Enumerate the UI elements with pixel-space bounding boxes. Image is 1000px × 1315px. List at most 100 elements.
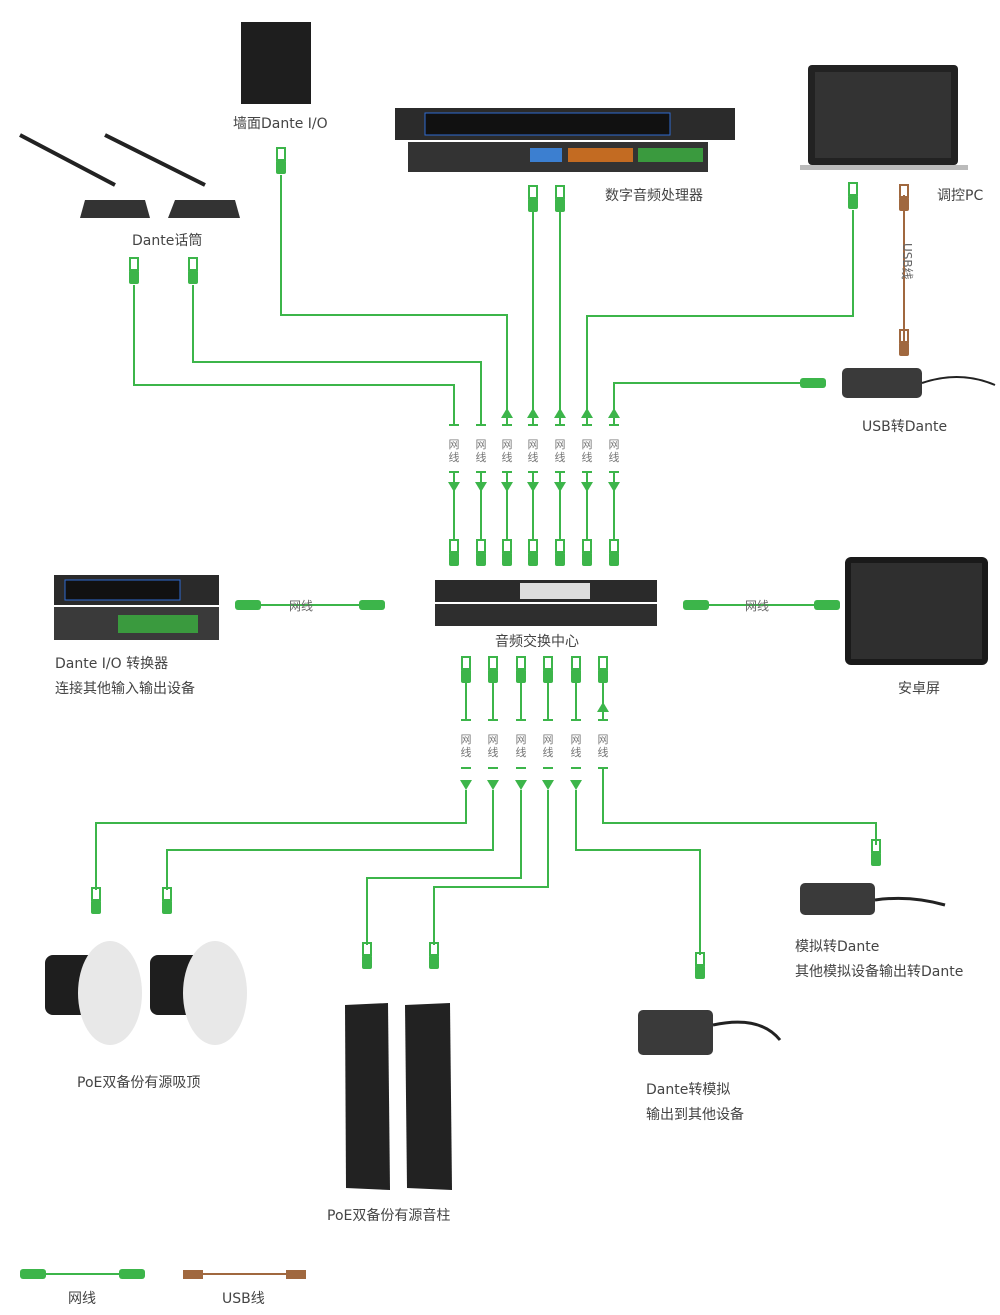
dsp-device bbox=[395, 108, 735, 172]
connector-plug bbox=[516, 656, 526, 670]
cable-line bbox=[192, 285, 482, 425]
column-label: PoE双备份有源音柱 bbox=[327, 1208, 451, 1224]
connector-plug bbox=[516, 669, 526, 683]
analog-to-dante-label-1: 模拟转Dante bbox=[795, 939, 880, 955]
cable-label-char: 网 bbox=[608, 438, 620, 451]
cable-label-char: 线 bbox=[527, 451, 539, 464]
connector-plug bbox=[359, 600, 385, 610]
connector-plug bbox=[555, 198, 565, 212]
dante-to-analog-label-1: Dante转模拟 bbox=[646, 1082, 731, 1098]
connector-plug bbox=[800, 378, 826, 388]
dante-io-label-2: 连接其他输入输出设备 bbox=[55, 681, 195, 697]
cable-label-char: 线 bbox=[542, 746, 554, 759]
ceiling-speaker-1 bbox=[45, 941, 142, 1045]
cable-label-char: 网 bbox=[501, 438, 513, 451]
cable-label-char: 线 bbox=[487, 746, 499, 759]
connector-plug bbox=[188, 270, 198, 284]
cable-label-vertical: 网线 bbox=[541, 733, 555, 759]
cable-label-left: 网线 bbox=[289, 599, 314, 613]
connector-plug bbox=[129, 270, 139, 284]
connector-plug bbox=[543, 669, 553, 683]
mic-device-1 bbox=[19, 133, 150, 218]
cable-label-vertical: 网线 bbox=[553, 438, 567, 464]
analog-to-dante-label-2: 其他模拟设备输出转Dante bbox=[795, 964, 964, 980]
arrow-down-icon bbox=[542, 780, 554, 790]
analog-to-dante-device bbox=[800, 883, 946, 915]
usb-dante-device bbox=[842, 368, 996, 398]
connector-plug bbox=[502, 552, 512, 566]
arrow-up-icon bbox=[527, 408, 539, 418]
column-speaker-1 bbox=[345, 1003, 390, 1190]
connector-plug bbox=[286, 1270, 306, 1279]
connector-plug bbox=[119, 1269, 145, 1279]
connector-plug bbox=[609, 539, 619, 553]
cable-label-right: 网线 bbox=[745, 599, 770, 613]
connector-plug bbox=[461, 656, 471, 670]
connector-plug bbox=[183, 1270, 203, 1279]
usb-cable-label: USB线 bbox=[900, 243, 914, 280]
cable-label-char: 网 bbox=[542, 733, 554, 746]
dante-io-device bbox=[54, 575, 219, 640]
connector-plug bbox=[571, 656, 581, 670]
cable-label-char: 网 bbox=[448, 438, 460, 451]
cable-label-char: 网 bbox=[527, 438, 539, 451]
wall-io-label: 墙面Dante I/O bbox=[233, 116, 328, 132]
arrow-up-icon bbox=[501, 408, 513, 418]
dante-to-analog-device bbox=[638, 1010, 782, 1055]
dante-io-label-1: Dante I/O 转换器 bbox=[55, 656, 169, 672]
connector-plug bbox=[899, 342, 909, 356]
laptop-device bbox=[800, 65, 968, 170]
cable-label-char: 线 bbox=[608, 451, 620, 464]
cable-label-char: 线 bbox=[581, 451, 593, 464]
connector-plug bbox=[598, 656, 608, 670]
cable-label-vertical: 网线 bbox=[580, 438, 594, 464]
connector-plug bbox=[814, 600, 840, 610]
cable-label-char: 线 bbox=[475, 451, 487, 464]
arrow-up-icon bbox=[608, 408, 620, 418]
connector-plug bbox=[871, 852, 881, 866]
cable-line bbox=[166, 790, 494, 890]
connector-plug bbox=[476, 552, 486, 566]
connector-plug bbox=[528, 185, 538, 199]
arrow-up-icon bbox=[597, 702, 609, 712]
wall-io-device bbox=[241, 22, 311, 104]
connector-plug bbox=[476, 539, 486, 553]
connector-plug bbox=[488, 656, 498, 670]
cable-line bbox=[133, 285, 455, 425]
connector-plug bbox=[91, 900, 101, 914]
arrow-up-icon bbox=[581, 408, 593, 418]
cable-label-char: 网 bbox=[487, 733, 499, 746]
connector-plug bbox=[848, 182, 858, 196]
legend-network-label: 网线 bbox=[68, 1291, 96, 1307]
usb-dante-label: USB转Dante bbox=[862, 419, 948, 435]
network-cables bbox=[20, 147, 909, 1279]
cable-label-char: 线 bbox=[460, 746, 472, 759]
connector-plug bbox=[362, 955, 372, 969]
connector-plug bbox=[528, 539, 538, 553]
ceiling-label: PoE双备份有源吸顶 bbox=[77, 1075, 201, 1091]
cable-label-char: 网 bbox=[581, 438, 593, 451]
switch-label: 音频交换中心 bbox=[495, 634, 579, 650]
connector-plug bbox=[555, 539, 565, 553]
connector-plug bbox=[571, 669, 581, 683]
connector-plug bbox=[276, 147, 286, 161]
cable-label-char: 网 bbox=[554, 438, 566, 451]
connector-plug bbox=[528, 198, 538, 212]
cable-label-char: 线 bbox=[515, 746, 527, 759]
cable-label-char: 网 bbox=[460, 733, 472, 746]
cable-line bbox=[366, 790, 522, 945]
cable-label-vertical: 网线 bbox=[526, 438, 540, 464]
arrow-down-icon bbox=[515, 780, 527, 790]
cable-line bbox=[613, 382, 800, 425]
connector-plug bbox=[20, 1269, 46, 1279]
connector-plug bbox=[848, 195, 858, 209]
cable-label-char: 网 bbox=[475, 438, 487, 451]
cable-label-vertical: 网线 bbox=[474, 438, 488, 464]
connector-plug bbox=[449, 552, 459, 566]
cable-label-char: 线 bbox=[597, 746, 609, 759]
cable-label-vertical: 网线 bbox=[447, 438, 461, 464]
arrow-up-icon bbox=[554, 408, 566, 418]
connector-plug bbox=[555, 552, 565, 566]
